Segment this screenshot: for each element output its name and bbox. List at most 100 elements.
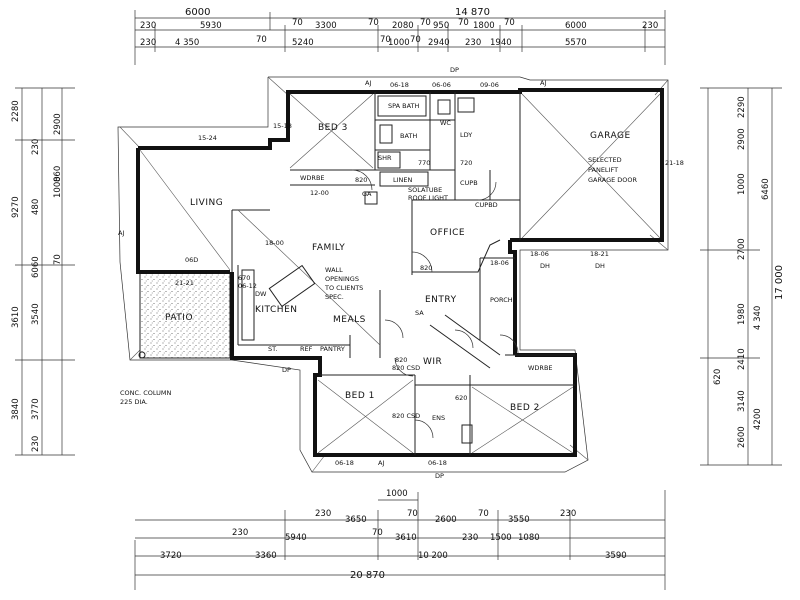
mark-dp: DP <box>282 366 291 374</box>
room-diagonals <box>139 93 661 454</box>
dim-left-small-2: 70 <box>53 254 63 265</box>
note-wall-1: WALL <box>325 266 343 274</box>
dim-bottom-r2-0: 230 <box>315 509 331 519</box>
room-pantry: PANTRY <box>320 345 345 353</box>
dim-bottom-r4-1: 3360 <box>255 551 277 561</box>
door-code: 620 <box>455 394 467 402</box>
dim-left-small-1: 860 <box>53 166 63 182</box>
dim-top-r3-10: 5570 <box>565 38 587 48</box>
room-entry: ENTRY <box>425 295 457 305</box>
mark-aj: AJ <box>378 459 384 467</box>
bottom-dimensions: 1000 230 3650 70 2600 70 3550 230 230 59… <box>134 489 666 590</box>
dim-top-r2-5: 2080 <box>392 21 414 31</box>
door-code: 820 <box>420 264 432 272</box>
dim-bottom-r2-1: 3650 <box>345 515 367 525</box>
dim-left-mid-2: 480 <box>31 199 41 215</box>
marks: AJ AJ AJ AJ DP DP DP DH DH SA SHR GA <box>118 66 605 480</box>
note-garage-door-1: SELECTED <box>588 156 622 164</box>
dim-bottom-r3-5: 1500 <box>490 533 512 543</box>
dim-right-outer-0: 6460 <box>761 178 771 200</box>
note-solatube-1: SOLATUBE <box>408 186 442 194</box>
room-meals: MEALS <box>333 315 366 325</box>
dim-right-mid-7: 2410 <box>737 348 747 370</box>
basin-fixture <box>379 124 393 144</box>
window-code: 18-00 <box>265 239 284 247</box>
mark-aj: AJ <box>540 79 546 87</box>
room-living: LIVING <box>190 198 223 208</box>
kitchen-island <box>268 264 316 308</box>
room-cupb: CUPB <box>460 179 478 187</box>
note-solatube-2: ROOF LIGHT <box>408 194 448 202</box>
room-kitchen: KITCHEN <box>255 305 298 315</box>
dim-right-outer-2: 4 340 <box>753 306 763 330</box>
note-garage-door-3: GARAGE DOOR <box>588 176 638 184</box>
mark-dp: DP <box>450 66 459 74</box>
door-code: 820 <box>395 356 407 364</box>
window-code: 06-12 <box>238 282 257 290</box>
dim-bottom-r3-1: 5940 <box>285 533 307 543</box>
dim-right-mid-1: 2900 <box>737 128 747 150</box>
room-ldy: LDY <box>460 131 472 139</box>
dim-top-r2-8: 70 <box>458 18 469 28</box>
room-dw: DW <box>255 290 267 298</box>
laundry-tub <box>457 97 475 113</box>
mark-dh: DH <box>595 262 605 270</box>
dim-top-r2-6: 70 <box>420 18 431 28</box>
dim-bottom-r2-5: 3550 <box>508 515 530 525</box>
window-code: 06-18 <box>335 459 354 467</box>
dim-bottom-r3-0: 230 <box>232 528 248 538</box>
dim-left-mid-10: 230 <box>31 436 41 452</box>
dim-right-mid-8: 3140 <box>737 390 747 412</box>
dim-left-outer-2: 3610 <box>11 306 21 328</box>
window-code: 06-18 <box>428 459 447 467</box>
door-code: 720 <box>460 159 472 167</box>
dim-left-outer-1: 9270 <box>11 196 21 218</box>
dim-right-mid-2: 1000 <box>737 173 747 195</box>
dim-top-r2-7: 950 <box>433 21 449 31</box>
dim-left-mid-1: 2900 <box>53 113 63 135</box>
note-wall-3: TO CLIENTS <box>324 284 363 292</box>
mark-ga: GA <box>362 190 372 198</box>
dim-right-mid-9: 2600 <box>737 426 747 448</box>
dim-top-r2-9: 1800 <box>473 21 495 31</box>
note-garage-door-2: PANELIFT <box>588 166 618 174</box>
wc-fixture <box>437 99 451 115</box>
room-wdrbe2: WDRBE <box>528 364 553 372</box>
solatube-box <box>364 191 378 205</box>
room-wdrbe3: WDRBE <box>300 174 325 182</box>
room-office: OFFICE <box>430 228 465 238</box>
room-porch: PORCH <box>490 296 513 304</box>
doors <box>351 169 519 439</box>
dim-top-r2-11: 6000 <box>565 21 587 31</box>
ensuite-basin <box>461 424 473 444</box>
door-code: 820 <box>355 176 367 184</box>
right-dimensions: 6460 17 000 4 340 4200 2290 2900 1000 27… <box>700 87 785 466</box>
concrete-column <box>138 351 146 359</box>
dim-top-14870: 14 870 <box>455 7 490 18</box>
dim-top-r2-3: 3300 <box>315 21 337 31</box>
dim-left-mid-9: 3770 <box>31 398 41 420</box>
window-code: 06-06 <box>432 81 451 89</box>
window-code: 06-18 <box>390 81 409 89</box>
mark-aj: AJ <box>118 229 124 237</box>
mark-aj: AJ <box>365 79 371 87</box>
mark-shr: SHR <box>378 154 392 162</box>
door-code: 820 CSD <box>392 364 420 372</box>
left-dimensions: 2280 9270 3610 3840 230 2900 480 1000 60… <box>11 87 75 456</box>
room-bed1: BED 1 <box>345 391 375 401</box>
dim-bottom-r4-0: 3720 <box>160 551 182 561</box>
dim-left-mid-7: 3540 <box>31 303 41 325</box>
room-st: ST. <box>268 345 277 353</box>
linen-cupboard <box>379 171 429 187</box>
dim-top-r3-5: 1000 <box>388 38 410 48</box>
door-code: 820 CSD <box>392 412 420 420</box>
room-wir: WIR <box>423 357 442 367</box>
dim-right-outer-1: 17 000 <box>774 265 785 300</box>
dim-top-r2-2: 70 <box>292 18 303 28</box>
window-code: 15-18 <box>273 122 292 130</box>
dim-bottom-r2-2: 70 <box>407 509 418 519</box>
dim-bottom-r4-2: 10 200 <box>418 551 448 561</box>
note-column-2: 225 DIA. <box>120 398 148 406</box>
door-codes: 820 770 720 820 820 820 CSD 820 CSD 620 … <box>238 159 472 420</box>
room-ens: ENS <box>432 414 445 422</box>
